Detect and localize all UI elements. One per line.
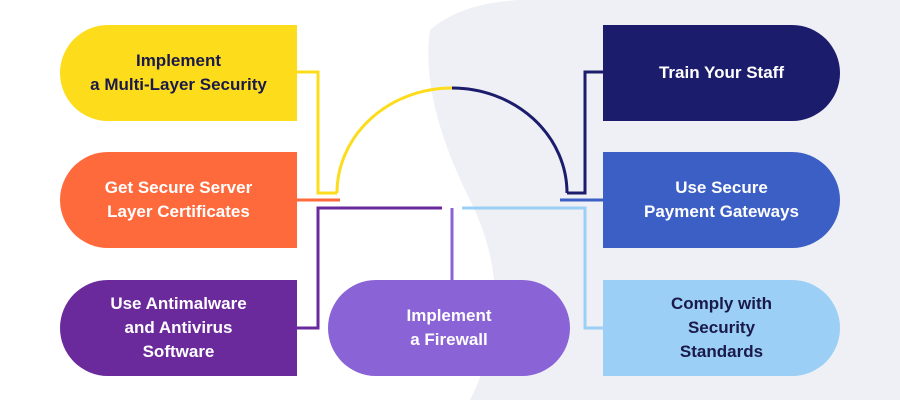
- multi-layer-security-pill: Implement a Multi-Layer Security: [60, 25, 297, 121]
- train-staff-label: Train Your Staff: [658, 63, 784, 82]
- connector-navy: [567, 70, 603, 195]
- connector-yellow: [297, 70, 337, 195]
- security-standards-pill: Comply with Security Standards: [603, 280, 840, 376]
- ssl-certificates-pill: Get Secure Server Layer Certificates: [60, 152, 297, 248]
- connector-lightblue: [462, 206, 603, 330]
- train-staff-pill: Train Your Staff: [603, 25, 840, 121]
- security-standards-label: Comply with Security Standards: [670, 294, 773, 361]
- antimalware-label: Use Antimalware and Antivirus Software: [110, 294, 247, 361]
- payment-gateways-pill: Use Secure Payment Gateways: [603, 152, 840, 248]
- antimalware-pill: Use Antimalware and Antivirus Software: [60, 280, 297, 376]
- arc-navy: [451, 86, 569, 194]
- arc-yellow: [335, 86, 453, 194]
- multi-layer-security-label: Implement a Multi-Layer Security: [90, 51, 267, 94]
- ssl-certificates-label: Get Secure Server Layer Certificates: [104, 178, 253, 221]
- firewall-pill: Implement a Firewall: [328, 280, 570, 376]
- payment-gateways-label: Use Secure Payment Gateways: [644, 178, 799, 221]
- firewall-label: Implement a Firewall: [406, 306, 492, 349]
- connector-purple: [297, 206, 442, 330]
